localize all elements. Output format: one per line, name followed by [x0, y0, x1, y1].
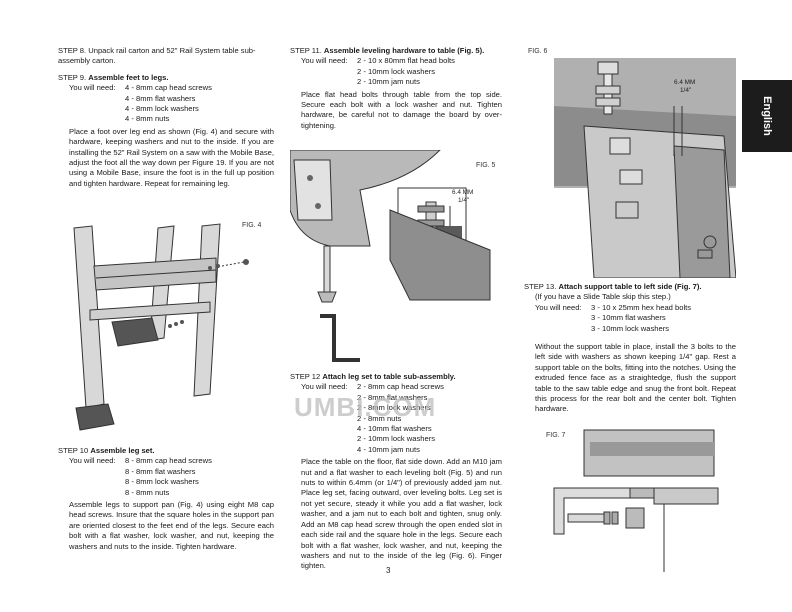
- step11-need-label: You will need:: [301, 56, 348, 66]
- step12-prefix: STEP 12: [290, 372, 323, 381]
- step12-need-label: You will need:: [301, 382, 348, 392]
- step13-item: 3 - 10 x 25mm hex head bolts: [591, 302, 692, 312]
- step9-needs: You will need: 4 - 8mm cap head screws 4…: [58, 83, 274, 125]
- step10-block: STEP 10 Assemble leg set. You will need:…: [58, 446, 274, 552]
- fig4-label: FIG. 4: [242, 222, 262, 229]
- step9-item: 4 - 8mm nuts: [125, 114, 170, 124]
- step10-needs: You will need: 8 - 8mm cap head screws 8…: [58, 456, 274, 498]
- step13-body: Without the support table in place, inst…: [535, 342, 736, 414]
- step12-title: Attach leg set to table sub-assembly.: [322, 372, 456, 381]
- step10-item: 8 - 8mm flat washers: [125, 466, 196, 476]
- language-tab: English: [742, 80, 792, 152]
- fig5-dim-mm: 6.4 MM: [452, 189, 473, 196]
- step12-item: 2 - 10mm lock washers: [357, 434, 436, 444]
- step11-block: STEP 11. Assemble leveling hardware to t…: [290, 46, 502, 131]
- step10-item: 8 - 8mm nuts: [125, 487, 170, 497]
- step9-item: 4 - 8mm cap head screws: [125, 83, 212, 93]
- step10-title: Assemble leg set.: [90, 446, 155, 455]
- language-tab-label: English: [761, 96, 773, 136]
- fig6-label: FIG. 6: [528, 48, 548, 55]
- watermark: UMBI.COM: [294, 392, 437, 422]
- step13-title: Attach support table to left side (Fig. …: [558, 282, 702, 291]
- step12-body: Place the table on the floor, flat side …: [301, 457, 502, 571]
- fig5-dim-in: 1/4": [458, 197, 469, 204]
- fig5-label: FIG. 5: [476, 162, 496, 169]
- step11-item: 2 - 10 x 80mm flat head bolts: [357, 56, 455, 66]
- step13-item: 3 - 10mm lock washers: [591, 323, 670, 333]
- step13-need-label: You will need:: [535, 302, 582, 312]
- step11-prefix: STEP 11.: [290, 46, 324, 55]
- step9-item: 4 - 8mm flat washers: [125, 93, 196, 103]
- step12-needs: You will need: 2 - 8mm cap head screws 2…: [290, 382, 502, 455]
- step13-needs: You will need: 3 - 10 x 25mm hex head bo…: [524, 303, 736, 334]
- step11-needs: You will need: 2 - 10 x 80mm flat head b…: [290, 56, 502, 87]
- step11-heading: STEP 11. Assemble leveling hardware to t…: [290, 46, 502, 56]
- step13-block: STEP 13. Attach support table to left si…: [524, 282, 736, 415]
- step11-title: Assemble leveling hardware to table (Fig…: [323, 46, 485, 55]
- step12-heading: STEP 12 Attach leg set to table sub-asse…: [290, 372, 502, 382]
- step9-heading: STEP 9. Assemble feet to legs.: [58, 73, 274, 83]
- step10-item: 8 - 8mm cap head screws: [125, 456, 212, 466]
- figure-4: FIG. 4: [60, 218, 270, 454]
- step13-prefix: STEP 13.: [524, 282, 559, 291]
- step10-prefix: STEP 10: [58, 446, 91, 455]
- fig6-illustration: 6.4 MM 1/4": [554, 58, 737, 279]
- fig7-label: FIG. 7: [546, 432, 566, 439]
- step10-heading: STEP 10 Assemble leg set.: [58, 446, 274, 456]
- step13-item: 3 - 10mm flat washers: [591, 313, 666, 323]
- step10-item: 8 - 8mm lock washers: [125, 477, 199, 487]
- step13-subnote: (If you have a Slide Table skip this ste…: [535, 292, 671, 302]
- left-column: STEP 8. Unpack rail carton and 52" Rail …: [58, 46, 274, 189]
- fig6-dim-in: 1/4": [680, 87, 691, 94]
- step12-item: 2 - 8mm lock washers: [357, 403, 431, 413]
- step9-need-label: You will need:: [69, 83, 116, 93]
- figure-7: FIG. 7: [534, 424, 734, 574]
- step10-need-label: You will need:: [69, 456, 116, 466]
- fig6-dim-mm: 6.4 MM: [674, 79, 695, 86]
- step12-item: 2 - 8mm nuts: [357, 413, 402, 423]
- fig7-illustration: [553, 429, 719, 572]
- step9-prefix: STEP 9.: [58, 72, 89, 82]
- step11-body: Place flat head bolts through table from…: [301, 89, 502, 130]
- fig5-illustration: 6.4 MM 1/4": [289, 149, 491, 362]
- step12-item: 4 - 10mm jam nuts: [357, 444, 420, 454]
- step10-body: Assemble legs to support pan (Fig. 4) us…: [69, 500, 274, 551]
- step13-heading: STEP 13. Attach support table to left si…: [524, 282, 736, 292]
- figure-5: FIG. 5 6.4 MM 1/4": [289, 149, 500, 370]
- step8-text: STEP 8. Unpack rail carton and 52" Rail …: [58, 46, 256, 66]
- step9-title: Assemble feet to legs.: [88, 72, 169, 82]
- step9-item: 4 - 8mm lock washers: [125, 104, 199, 114]
- step12-item: 2 - 8mm flat washers: [357, 392, 428, 402]
- step12-item: 4 - 10mm flat washers: [357, 424, 432, 434]
- page-number: 3: [386, 566, 391, 575]
- fig4-illustration: [73, 223, 249, 431]
- step11-item: 2 - 10mm jam nuts: [357, 77, 420, 87]
- step12-item: 2 - 8mm cap head screws: [357, 382, 444, 392]
- step9-body: Place a foot over leg end as shown (Fig.…: [69, 126, 274, 188]
- step11-item: 2 - 10mm lock washers: [357, 66, 436, 76]
- figure-6: FIG. 6 6.4 MM 1/4": [524, 46, 737, 279]
- step12-block: STEP 12 Attach leg set to table sub-asse…: [290, 372, 502, 572]
